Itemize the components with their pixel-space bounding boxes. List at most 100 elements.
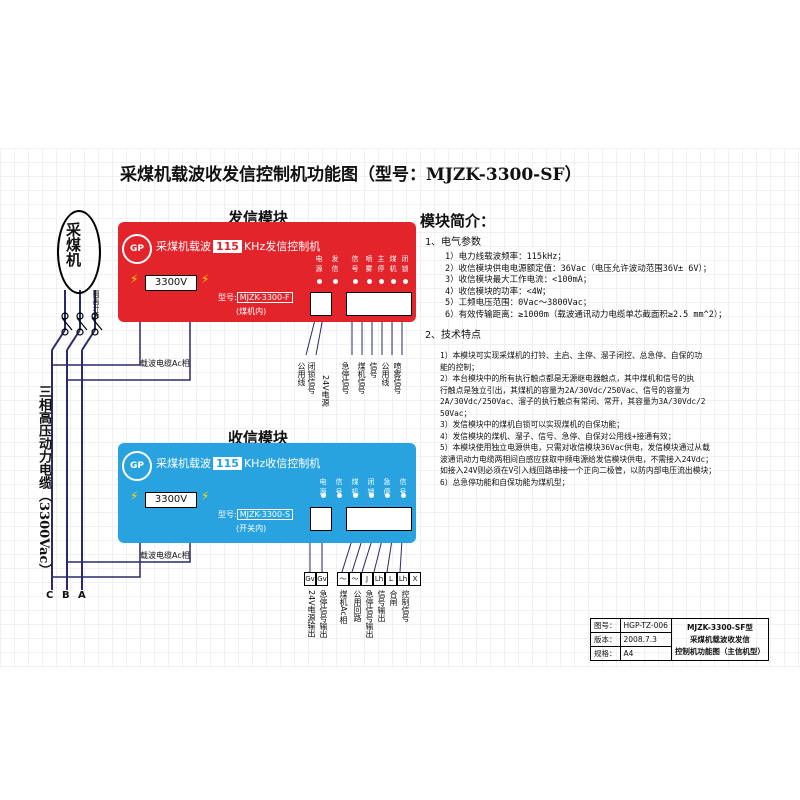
- phase-b: B: [62, 590, 70, 601]
- bolt-icon: ⚡: [130, 272, 139, 286]
- coal-machine-label: 采煤机: [64, 222, 82, 267]
- feature-item: 50Vac；: [440, 408, 472, 418]
- feature-item: 5）本模块使用独立电源供电，只需对收信模块36Vac供电，发信模块通过从载: [440, 443, 710, 452]
- name-suffix: KHz收信控制机: [243, 457, 321, 470]
- terminal-cell: J: [361, 572, 373, 586]
- carrier-cable-label: 载波电缆Ac相: [140, 359, 190, 368]
- bolt-icon: ⚡: [130, 489, 139, 503]
- feature-item: 如接入24V则必须在V引入线回路串接一个正向二极管，以防内部电压流出模块；: [440, 466, 717, 475]
- location-note: (煤机内): [236, 307, 267, 316]
- location-note: (开关内): [236, 524, 267, 533]
- terminal-cell: Lh: [373, 572, 385, 586]
- feature-item: 波通讯动力电缆两相间自感应获取中频电源给发信模块供电，不需接入24Vdc；: [440, 454, 713, 464]
- wire-label: 急停信号输出: [365, 590, 374, 638]
- led-indicator: [369, 493, 374, 498]
- receiver-section-title: 收信模块: [228, 429, 289, 447]
- led-indicator: [367, 279, 372, 284]
- param-item: 1）电力线载波频率：115kHz；: [445, 252, 566, 262]
- tb-value: A4: [619, 646, 672, 661]
- tb-name-line: MJZK-3300-SF型: [686, 622, 753, 632]
- cable-label: 三相高压动力电缆（3300Vac）: [36, 385, 51, 577]
- wire-label: 公用线: [297, 362, 306, 386]
- isolation-switch-label: 隔离开关: [92, 290, 100, 318]
- voltage-label: 3300V: [145, 275, 197, 291]
- led-indicator: [403, 279, 408, 284]
- model-number: MJZK-3300-F: [236, 292, 293, 303]
- feature-item: 6）总急停功能和自保功能为煤机型；: [440, 477, 570, 487]
- led-indicator: [321, 493, 326, 498]
- led-indicator: [353, 493, 358, 498]
- tb-key: 图号：: [590, 618, 621, 633]
- model-prefix: 型号:: [218, 293, 237, 302]
- tb-name-line: 采煤机载波收发信: [689, 634, 750, 644]
- wire-label: 喷雾信号: [393, 362, 402, 394]
- power-terminal: [310, 292, 332, 316]
- led-indicator: [353, 279, 358, 284]
- tb-name-line: 控制机功能图（主信机型）: [674, 646, 765, 656]
- title-block: 图号： HGP-TZ-006 MJZK-3300-SF型 采煤机载波收发信 控制…: [590, 618, 769, 661]
- model-prefix: 型号:: [218, 510, 237, 519]
- gp-logo: GP: [122, 451, 152, 481]
- bolt-icon: ⚡: [201, 489, 210, 503]
- power-terminal: [310, 507, 332, 531]
- terminal-cell: 〜: [349, 572, 361, 586]
- frequency: 115: [213, 240, 242, 253]
- led-label: 电源: [319, 478, 327, 496]
- intro-heading-2: 2、技术特点: [425, 330, 482, 341]
- wire-label: 公用回路: [353, 590, 362, 622]
- coal-machine-symbol: [57, 210, 101, 294]
- frequency: 115: [213, 457, 242, 470]
- tb-value: 2008.7.3: [619, 632, 672, 647]
- led-label: 电源: [315, 255, 323, 273]
- led-label: 闭锁: [367, 478, 375, 496]
- model-label: 型号:MJZK-3300-F: [218, 292, 293, 303]
- diagram-title: 采煤机载波收发信控制机功能图（型号：MJZK-3300-SF）: [120, 165, 582, 185]
- terminal-cell: L: [385, 572, 397, 586]
- led-label: 急停: [383, 478, 391, 496]
- led-label: 主停: [377, 255, 385, 273]
- carrier-cable-label: 载波电缆Ac相: [140, 551, 190, 560]
- led-indicator: [317, 279, 322, 284]
- wire-label: 24V电源输出: [307, 590, 316, 638]
- terminal-cell: Gv: [316, 572, 328, 586]
- tb-value: HGP-TZ-006: [619, 618, 672, 633]
- param-item: 5）工频电压范围：0Vac～3800Vac；: [445, 298, 592, 308]
- param-item: 6）有效传输距离：≥1000m（载波通讯动力电缆单芯截面积≥2.5 mm^2）；: [445, 309, 727, 320]
- model-label: 型号:MJZK-3300-S: [218, 509, 294, 520]
- led-label: 信号: [399, 478, 407, 496]
- wire-label: 急停信号输出: [319, 590, 328, 638]
- gp-logo: GP: [122, 234, 152, 264]
- param-item: 3）收信模块最大工作电流：<100mA；: [445, 275, 592, 285]
- signal-terminal: [346, 507, 412, 531]
- intro-title: 模块简介：: [420, 212, 496, 230]
- led-indicator: [385, 493, 390, 498]
- led-label: 煤机: [351, 478, 359, 496]
- led-label: 闭锁: [401, 255, 409, 273]
- phase-a: A: [78, 590, 86, 601]
- led-indicator: [337, 493, 342, 498]
- led-label: 煤机: [389, 255, 397, 273]
- feature-item: 2A/30Vdc/250Vac、溜子的执行触点有常闭、常开，其容量为3A/30V…: [440, 397, 706, 406]
- terminal-cell: Lh: [397, 572, 409, 586]
- tb-key: 规格：: [590, 646, 621, 661]
- led-label: 信号: [351, 255, 359, 273]
- led-label: 喷雾: [365, 255, 373, 273]
- intro-heading-1: 1、电气参数: [425, 237, 482, 248]
- terminal-cell: Gv: [304, 572, 316, 586]
- model-number: MJZK-3300-S: [236, 509, 294, 520]
- led-indicator: [401, 493, 406, 498]
- tb-key: 版本：: [590, 632, 621, 647]
- tb-drawing-name: MJZK-3300-SF型 采煤机载波收发信 控制机功能图（主信机型）: [670, 618, 769, 661]
- param-item: 2）收信模块供电电源额定值：36Vac（电压允许波动范围36V± 6V）；: [445, 263, 712, 274]
- led-indicator: [333, 279, 338, 284]
- features-list: 1）本模块可实现采煤机的打铃、主启、主停、溜子闭控、总急停、自保的功 能的控制；…: [440, 350, 716, 488]
- bolt-icon: ⚡: [201, 272, 210, 286]
- feature-item: 行触点是独立引出，其煤机的容量为2A/30Vdc/250Vac、信号的容量为: [440, 385, 690, 395]
- feature-item: 3）发信模块中的煤机自锁可以实现煤机的自保功能；: [440, 420, 625, 429]
- params-list: 1）电力线载波频率：115kHz； 2）收信模块供电电源额定值：36Vac（电压…: [445, 252, 727, 321]
- voltage-label: 3300V: [145, 492, 197, 508]
